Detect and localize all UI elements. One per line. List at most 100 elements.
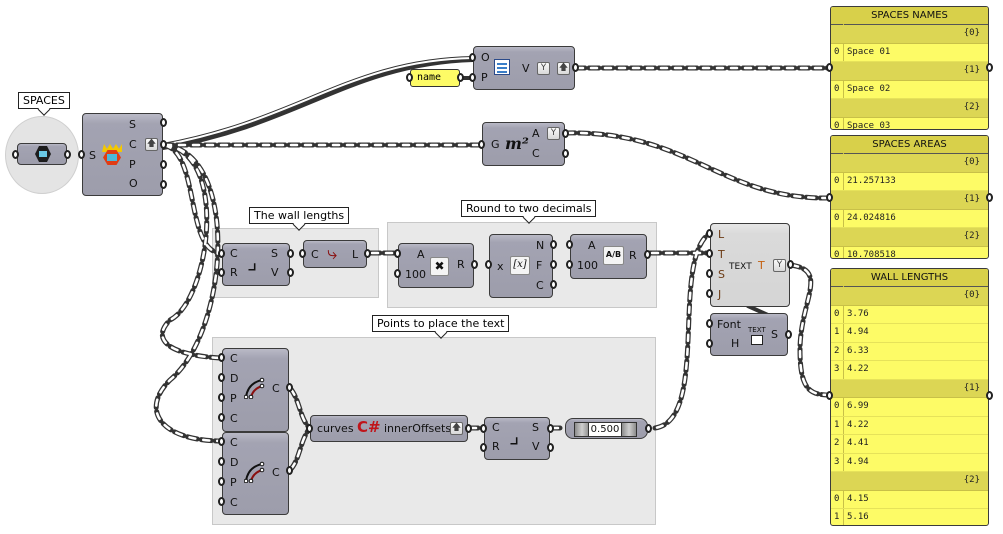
graft-arrow-icon[interactable]: 🡅 [450, 422, 463, 435]
slider-track-right[interactable] [621, 422, 637, 437]
text-tag-input-port-s[interactable] [706, 269, 713, 278]
panel-row-index: 1 [834, 512, 840, 522]
slider-output-port[interactable] [645, 424, 652, 433]
text-tag-input-port-j[interactable] [706, 289, 713, 298]
multiply-input-port-a[interactable] [394, 249, 401, 258]
text-style-input-port-font[interactable] [706, 319, 713, 328]
round-component[interactable]: x [x] N F C [489, 234, 553, 298]
deconstruct-output-port-c[interactable] [160, 140, 167, 149]
deconstruct-output-port-o[interactable] [160, 180, 167, 189]
offset1-input-port-c[interactable] [218, 353, 225, 362]
offset1-input-port-c2[interactable] [218, 413, 225, 422]
panel-areas-output-port[interactable] [986, 193, 993, 202]
shatter2-output-port-s[interactable] [547, 424, 554, 433]
text-tag-input-port-l[interactable] [706, 229, 713, 238]
graft-arrow-icon[interactable]: 🡅 [145, 138, 158, 151]
panel-walls-output-port[interactable] [986, 391, 993, 400]
offset2-input-port-c[interactable] [218, 437, 225, 446]
shatter2-input-port-r[interactable] [480, 443, 487, 452]
offset2-input-port-p[interactable] [218, 477, 225, 486]
area-output-port-c[interactable] [562, 149, 569, 158]
csharp-output-port[interactable] [465, 424, 472, 433]
divide-input-port-a[interactable] [566, 240, 573, 249]
offset-curve-icon [244, 377, 265, 399]
text-style-input-port-h[interactable] [706, 339, 713, 348]
round-output-port-n[interactable] [550, 240, 557, 249]
shatter2-input-port-c[interactable] [480, 424, 487, 433]
panel-row-value: 5.16 [847, 512, 869, 522]
divide-component[interactable]: A 100 A/B R [570, 234, 647, 279]
multiply-input-port-b[interactable] [394, 269, 401, 278]
offset2-output-port[interactable] [286, 466, 293, 475]
round-input-port[interactable] [485, 260, 492, 269]
input-label-font: Font [717, 318, 741, 331]
offset2-input-port-c2[interactable] [218, 497, 225, 506]
input-label-p: P [230, 476, 237, 489]
flatten-icon[interactable]: Y [537, 62, 550, 75]
list-item-component[interactable]: O P V Y 🡅 [473, 46, 575, 90]
deconstruct-input-port[interactable] [78, 150, 85, 159]
panel-row-index: 0 [834, 175, 840, 186]
csharp-script-component[interactable]: curves C# innerOffsets 🡅 [310, 415, 468, 442]
divide-input-port-b[interactable] [566, 260, 573, 269]
name-panel[interactable]: name [410, 69, 460, 87]
multiply-component[interactable]: A 100 ✖ R [398, 243, 474, 288]
deconstruct-output-port-s[interactable] [160, 118, 167, 127]
spaces-param-output-port[interactable] [64, 150, 71, 159]
text-tag-component[interactable]: L T S J TEXT T Y [710, 223, 790, 307]
shatter2-output-port-v[interactable] [547, 443, 554, 452]
area-output-port-a[interactable] [562, 129, 569, 138]
panel-row-index: 3 [834, 364, 840, 374]
slider-value-box[interactable]: 0.500 [588, 422, 622, 437]
list-item-input-port-p[interactable] [469, 73, 476, 82]
spaces-param[interactable] [17, 143, 67, 165]
shatter-input-port-r[interactable] [218, 268, 225, 277]
offset-curve-component-2[interactable]: C D P C C [222, 432, 289, 515]
length-input-port[interactable] [299, 249, 306, 258]
flatten-icon[interactable]: Y [773, 259, 786, 272]
round-output-port-c[interactable] [550, 280, 557, 289]
text-style-output-port[interactable] [785, 330, 792, 339]
name-panel-input-port[interactable] [406, 73, 413, 82]
deconstruct-output-port-p[interactable] [160, 160, 167, 169]
panel-names-output-port[interactable] [986, 63, 993, 72]
shatter-icon: ⌟ [247, 250, 258, 275]
panel-names-input-port[interactable] [826, 63, 833, 72]
offset1-output-port[interactable] [286, 383, 293, 392]
panel-walls-input-port[interactable] [826, 391, 833, 400]
length-output-port[interactable] [364, 249, 371, 258]
offset-curve-component-1[interactable]: C D P C C [222, 348, 289, 432]
graft-arrow-icon[interactable]: 🡅 [557, 62, 570, 75]
name-panel-output-port[interactable] [457, 73, 464, 82]
offset1-input-port-p[interactable] [218, 393, 225, 402]
shatter-output-port-s[interactable] [287, 249, 294, 258]
text-tag-input-port-t[interactable] [706, 249, 713, 258]
multiply-output-port[interactable] [471, 260, 478, 269]
flatten-icon[interactable]: Y [547, 127, 560, 140]
offset2-input-port-d[interactable] [218, 457, 225, 466]
list-item-input-port-o[interactable] [469, 53, 476, 62]
output-label-c: C [532, 147, 540, 160]
shatter-component[interactable]: C R ⌟ S V [222, 243, 290, 286]
shatter-component-2[interactable]: C R ⌟ S V [484, 417, 550, 460]
area-input-port[interactable] [478, 140, 485, 149]
area-component[interactable]: G m² A C Y [482, 122, 565, 166]
round-output-port-f[interactable] [550, 260, 557, 269]
shatter-input-port-c[interactable] [218, 249, 225, 258]
text-style-component[interactable]: Font H TEXT S [710, 313, 788, 356]
csharp-input-port[interactable] [306, 424, 313, 433]
shatter-output-port-v[interactable] [287, 268, 294, 277]
spaces-param-input-port[interactable] [12, 150, 19, 159]
offset1-input-port-d[interactable] [218, 373, 225, 382]
number-slider[interactable]: 0.500 [565, 418, 648, 439]
list-item-output-port[interactable] [572, 63, 579, 72]
divide-output-port[interactable] [644, 250, 651, 259]
panel-areas-input-port[interactable] [826, 193, 833, 202]
length-component[interactable]: C ⤷ L [303, 240, 367, 268]
deconstruct-space-component[interactable]: S S C P O 🡅 [82, 113, 163, 196]
text-tag-output-port[interactable] [787, 260, 794, 269]
